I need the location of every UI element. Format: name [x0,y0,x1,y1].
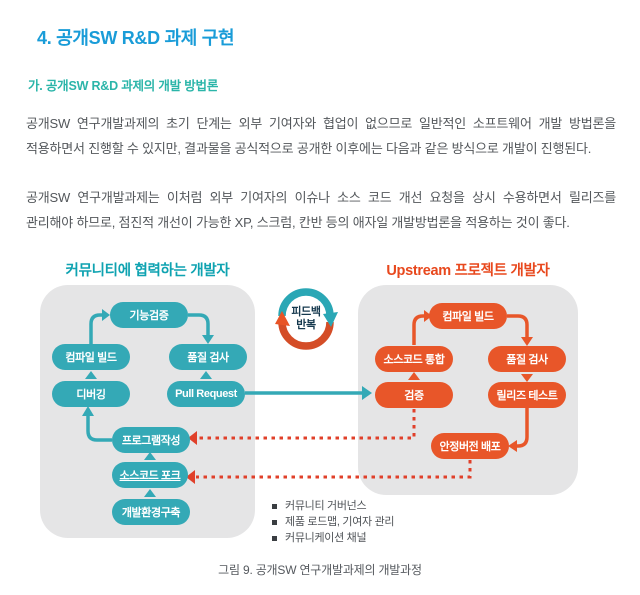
feedback-loop-label: 피드백 반복 [281,306,331,332]
node-compile-build-left: 컴파일 빌드 [52,344,130,370]
node-verification: 검증 [375,382,453,408]
list-item: 제품 로드맵, 기여자 관리 [272,515,395,531]
bullet-square-icon [272,536,277,541]
node-function-verify: 기능검증 [110,302,188,328]
bullet-square-icon [272,504,277,509]
node-debugging: 디버깅 [52,381,130,407]
paragraph-2: 공개SW 연구개발과제는 이처럼 외부 기여자의 이슈나 소스 코드 개선 요청… [26,190,616,230]
page-title: 4. 공개SW R&D 과제 구현 [37,28,235,48]
bullet-label: 커뮤니티 거버넌스 [285,500,367,512]
node-quality-check-left: 품질 검사 [169,344,247,370]
bullet-label: 제품 로드맵, 기여자 관리 [285,516,395,528]
feedback-label-line1: 피드백 [291,306,321,318]
node-compile-build-right: 컴파일 빌드 [429,303,507,329]
bullet-label: 커뮤니케이션 채널 [285,532,367,544]
node-quality-check-right: 품질 검사 [488,346,566,372]
left-diagram-title: 커뮤니티에 협력하는 개발자 [65,263,230,279]
node-dev-environment: 개발환경구축 [112,499,190,525]
node-write-program: 프로그램작성 [112,427,190,453]
section-subtitle: 가. 공개SW R&D 과제의 개발 방법론 [28,79,219,93]
bullet-square-icon [272,520,277,525]
figure-caption: 그림 9. 공개SW 연구개발과제의 개발과정 [218,563,422,577]
node-source-fork: 소스코드 포크 [112,462,188,488]
right-diagram-title: Upstream 프로젝트 개발자 [386,263,550,279]
node-source-integrate: 소스코드 통합 [375,346,453,372]
paragraph-1: 공개SW 연구개발과제의 초기 단계는 외부 기여자와 협업이 없으므로 일반적… [26,116,616,156]
feedback-label-line2: 반복 [296,319,316,331]
list-item: 커뮤니케이션 채널 [272,531,394,547]
node-stable-deploy: 안정버전 배포 [431,433,509,459]
list-item: 커뮤니티 거버넌스 [272,499,394,515]
node-pull-request: Pull Request [167,381,245,407]
node-release-test: 릴리즈 테스트 [488,382,566,408]
governance-bullet-list: 커뮤니티 거버넌스 제품 로드맵, 기여자 관리 커뮤니케이션 채널 [272,499,395,547]
